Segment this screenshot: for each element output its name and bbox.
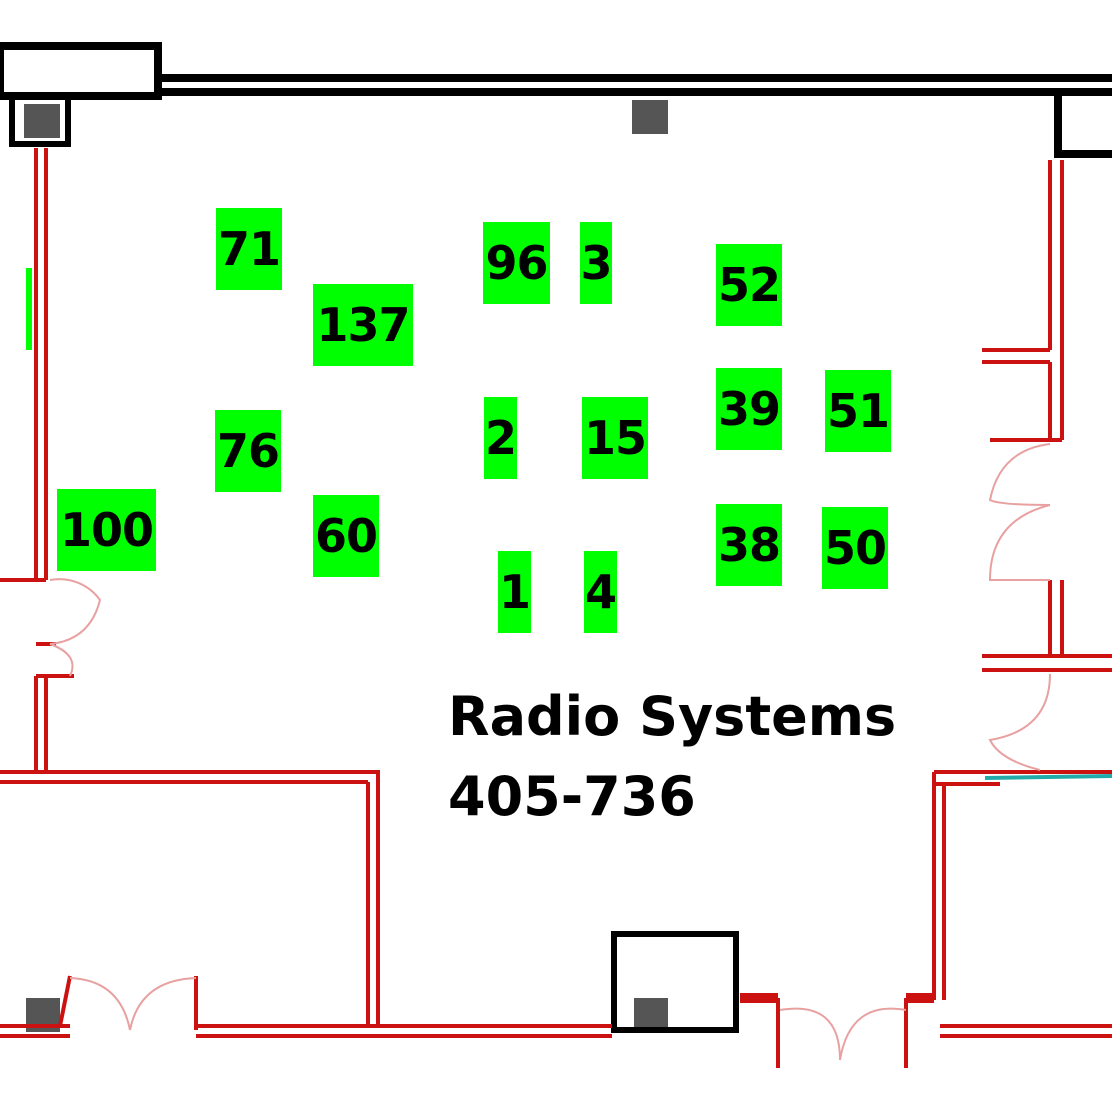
seat-label-15: 15 — [582, 397, 648, 479]
room-name: Radio Systems — [448, 685, 897, 748]
room-number: 405-736 — [448, 765, 696, 828]
seat-label-100: 100 — [57, 489, 156, 571]
shaft-box — [611, 931, 739, 1033]
seat-label-1: 1 — [498, 551, 531, 633]
column — [632, 100, 668, 134]
seat-label-39: 39 — [716, 368, 782, 450]
seat-label-137: 137 — [313, 284, 413, 366]
exterior-wall-top — [0, 42, 1112, 158]
column — [24, 104, 60, 138]
seat-label-4: 4 — [584, 551, 617, 633]
seat-label-2: 2 — [484, 397, 517, 479]
seat-label-50: 50 — [822, 507, 888, 589]
seat-label-96: 96 — [483, 222, 550, 304]
seat-label-51: 51 — [825, 370, 891, 452]
partition-teal — [984, 774, 1112, 780]
edge-marker — [26, 268, 32, 350]
door-swings — [49, 443, 1051, 1061]
seat-label-3: 3 — [580, 222, 613, 304]
seat-label-52: 52 — [716, 244, 782, 326]
column-box — [9, 93, 71, 147]
columns — [24, 100, 668, 1032]
seat-label-71: 71 — [216, 208, 282, 290]
seat-label-60: 60 — [313, 495, 379, 577]
column — [634, 998, 668, 1028]
seat-label-38: 38 — [716, 504, 782, 586]
seat-label-76: 76 — [215, 410, 281, 492]
interior-walls — [0, 148, 1112, 1068]
